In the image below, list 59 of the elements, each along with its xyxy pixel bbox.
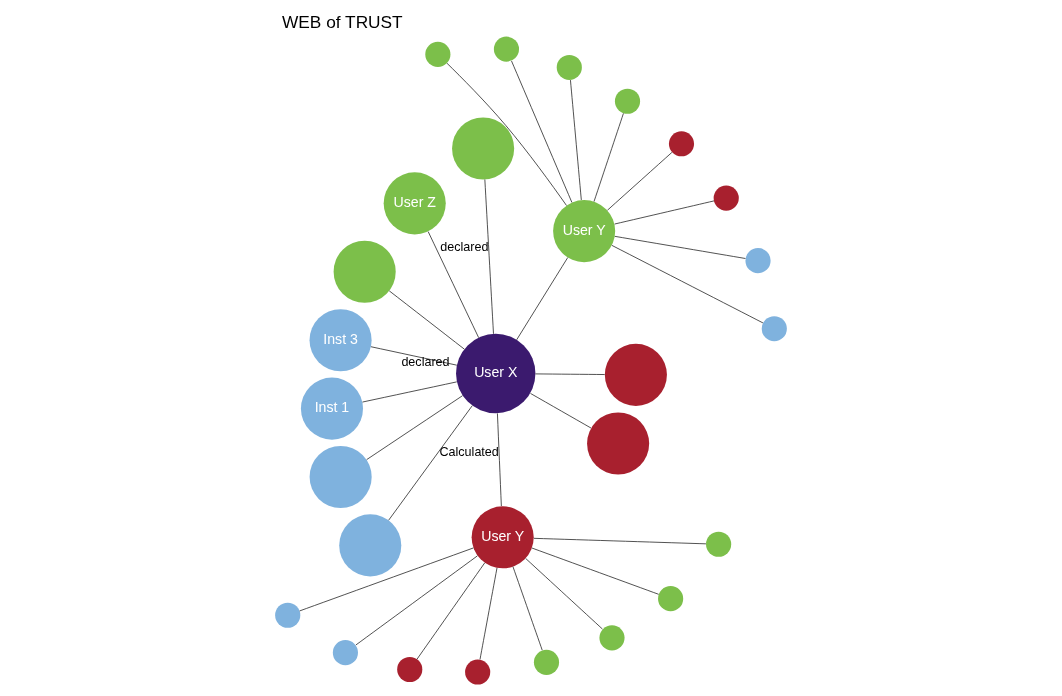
connector (607, 152, 673, 211)
node-circle (425, 41, 451, 67)
node-circle (713, 185, 739, 211)
node-circle (465, 659, 491, 685)
node-circle (556, 54, 582, 81)
connector (370, 346, 458, 366)
connector (511, 60, 573, 203)
connector (479, 567, 498, 660)
connector (446, 62, 567, 206)
connector (497, 413, 502, 507)
connector (531, 547, 659, 595)
edge-label: declared (401, 354, 450, 369)
connector (366, 395, 463, 460)
node-circle (397, 656, 423, 683)
connector (530, 393, 592, 429)
connector (533, 537, 707, 545)
node-circle (604, 343, 667, 406)
node-circle: Inst 1 (300, 377, 363, 440)
node-circle: User Y (471, 506, 534, 569)
node-circle (309, 445, 372, 509)
node-circle (658, 586, 684, 612)
node-circle (599, 625, 625, 651)
connector (614, 200, 715, 225)
node-circle (339, 514, 402, 577)
node-circle (706, 531, 732, 557)
node-circle: Inst 3 (309, 309, 372, 372)
node-circle (614, 88, 641, 114)
node-circle (452, 117, 515, 180)
connector (611, 244, 764, 324)
connector (388, 290, 465, 350)
connector (355, 555, 478, 646)
node-circle (745, 248, 771, 274)
connector (427, 231, 480, 339)
connector (614, 235, 746, 259)
connector (299, 547, 474, 612)
node-circle (761, 316, 787, 342)
node-circle (333, 240, 396, 303)
connector (516, 257, 569, 341)
node-circle (533, 649, 560, 675)
node-circle: User Z (383, 172, 446, 235)
connector (362, 381, 458, 403)
connector (525, 558, 603, 630)
connector (593, 113, 624, 203)
node-circle (275, 602, 301, 628)
connector (388, 405, 473, 521)
node-circle: User Y (553, 200, 616, 263)
connector (484, 179, 494, 335)
connector (570, 79, 582, 201)
connector (535, 373, 606, 375)
node-circle (668, 131, 695, 157)
node-circle (332, 640, 358, 666)
edge-label: Calculated (439, 445, 499, 460)
node-circle: User X (456, 333, 536, 414)
edge-label: declared (440, 240, 489, 255)
diagram-title: WEB of TRUST (282, 12, 403, 33)
connector (512, 566, 543, 651)
node-circle (587, 412, 650, 475)
connector (416, 562, 486, 660)
node-circle (493, 36, 520, 62)
